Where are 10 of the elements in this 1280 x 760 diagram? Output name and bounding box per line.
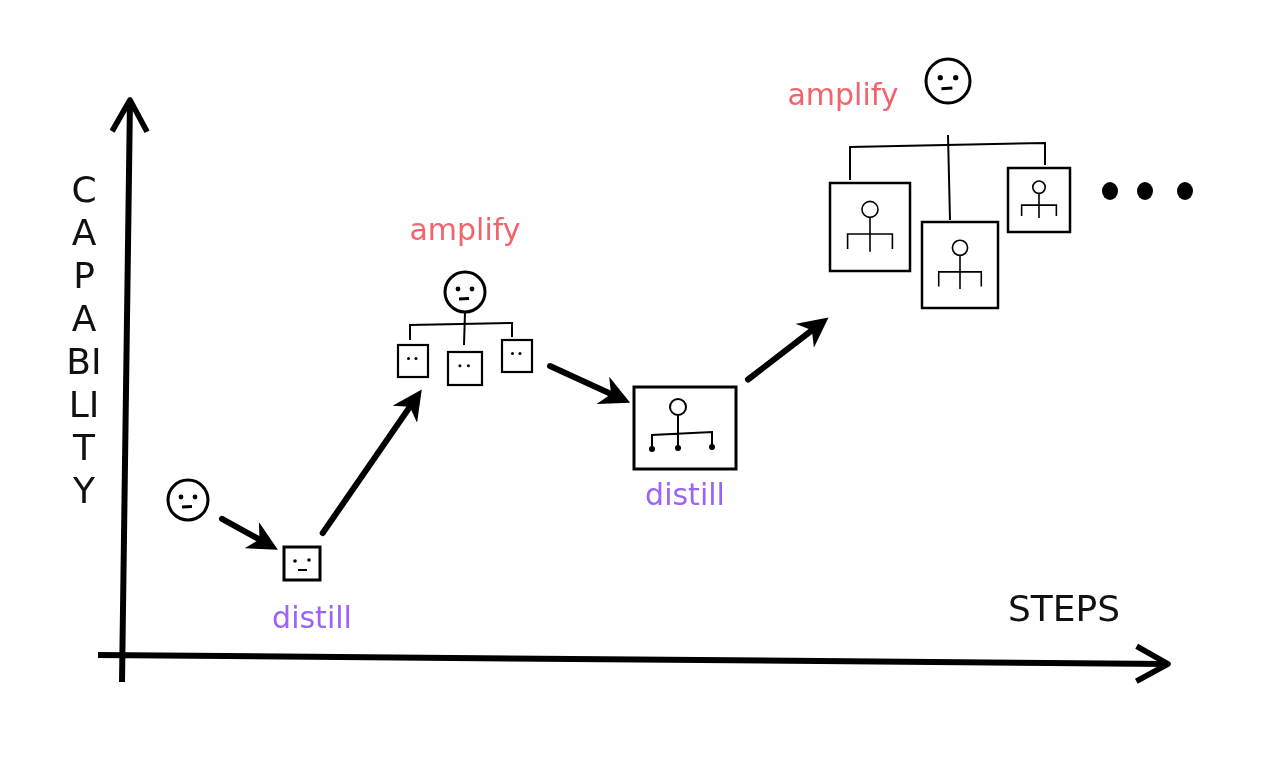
axis-label: STEPS: [1008, 588, 1121, 629]
step-label: distill: [271, 600, 353, 636]
step-label: amplify: [786, 77, 900, 113]
axis-label: CAPABILITY: [66, 168, 102, 512]
arrow: [547, 363, 631, 404]
arrow: [745, 317, 829, 383]
step-label: distill: [644, 477, 726, 513]
step-label: amplify: [408, 212, 522, 248]
arrow: [319, 389, 422, 536]
arrow: [219, 515, 278, 550]
